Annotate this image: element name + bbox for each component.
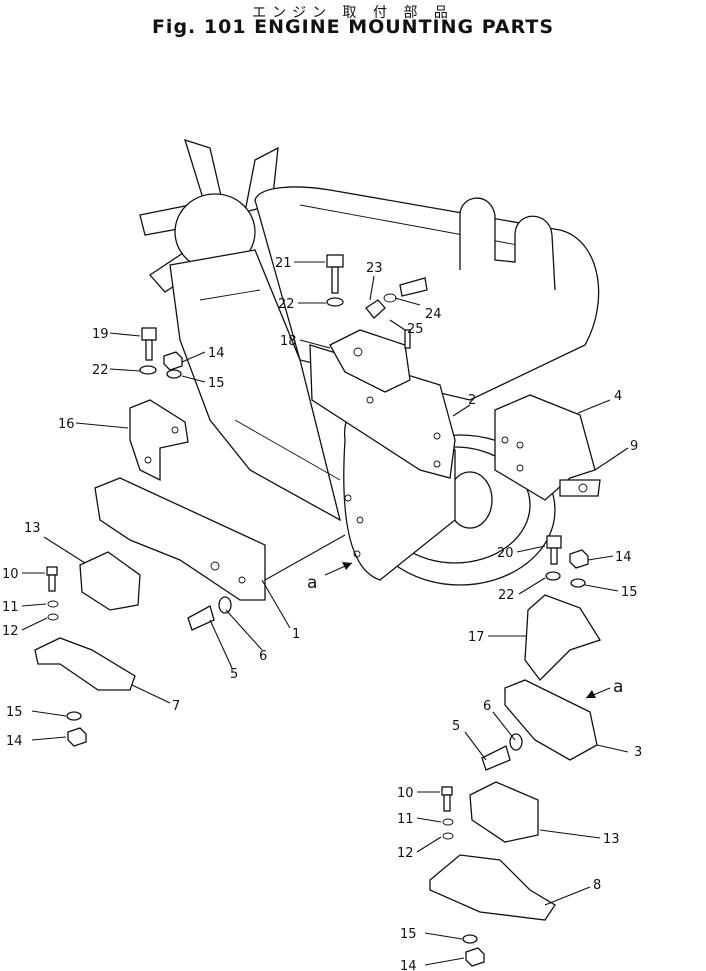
plate-17-drawing xyxy=(524,594,601,681)
view-marker-a-left: a xyxy=(307,573,317,593)
callout-14-upper-left: 14 xyxy=(208,346,225,361)
callout-14-lower-left: 14 xyxy=(6,734,23,749)
callout-19: 19 xyxy=(92,327,109,342)
bracket-2-drawing xyxy=(309,344,456,479)
mount-13-left-drawing xyxy=(79,551,141,611)
callout-5-right: 5 xyxy=(452,719,460,734)
callout-9: 9 xyxy=(630,439,638,454)
clamp-18-drawing xyxy=(329,329,411,393)
callout-18: 18 xyxy=(280,334,297,349)
callout-8: 8 xyxy=(593,878,601,893)
callout-2: 2 xyxy=(468,393,476,408)
base-8-drawing xyxy=(429,854,556,921)
view-marker-a-right: a xyxy=(613,677,623,697)
callout-22-top: 22 xyxy=(278,297,295,312)
callout-16: 16 xyxy=(58,417,75,432)
callout-14-lower-right: 14 xyxy=(400,959,417,971)
callout-15-lower-right: 15 xyxy=(400,927,417,942)
callout-13-right: 13 xyxy=(603,832,620,847)
callout-7: 7 xyxy=(172,699,180,714)
bracket-4-drawing xyxy=(494,394,596,501)
callout-11-right: 11 xyxy=(397,812,414,827)
figure-title: Fig. 101 ENGINE MOUNTING PARTS xyxy=(151,16,555,38)
base-7-drawing xyxy=(34,637,136,691)
callout-15-upper-left: 15 xyxy=(208,376,225,391)
bracket-16-drawing xyxy=(129,399,189,482)
callout-3: 3 xyxy=(634,745,642,760)
callout-17: 17 xyxy=(468,630,485,645)
callout-1: 1 xyxy=(292,627,300,642)
callout-21: 21 xyxy=(275,256,292,271)
callout-4: 4 xyxy=(614,389,622,404)
callout-23: 23 xyxy=(366,261,383,276)
callout-25: 25 xyxy=(407,322,424,337)
callout-12-left: 12 xyxy=(2,624,19,639)
figure-title-japanese: エンジン 取 付 部 品 xyxy=(252,5,454,21)
bracket-1-drawing xyxy=(94,477,266,601)
callout-11-left: 11 xyxy=(2,600,19,615)
callout-6-left: 6 xyxy=(259,649,267,664)
callout-5-left: 5 xyxy=(230,667,238,682)
callout-24: 24 xyxy=(425,307,442,322)
leader-lines xyxy=(21,261,629,966)
bracket-3-drawing xyxy=(504,679,598,761)
callout-20: 20 xyxy=(497,546,514,561)
callout-22-right: 22 xyxy=(498,588,515,603)
callout-10-left: 10 xyxy=(2,567,19,582)
callout-6-right: 6 xyxy=(483,699,491,714)
callout-14-upper-right: 14 xyxy=(615,550,632,565)
fasteners xyxy=(46,254,589,967)
callout-22-left: 22 xyxy=(92,363,109,378)
callout-13-left: 13 xyxy=(24,521,41,536)
mount-13-right-drawing xyxy=(469,781,539,843)
callout-15-lower-left: 15 xyxy=(6,705,23,720)
callout-10-right: 10 xyxy=(397,786,414,801)
callout-12-right: 12 xyxy=(397,846,414,861)
callout-15-upper-right: 15 xyxy=(621,585,638,600)
